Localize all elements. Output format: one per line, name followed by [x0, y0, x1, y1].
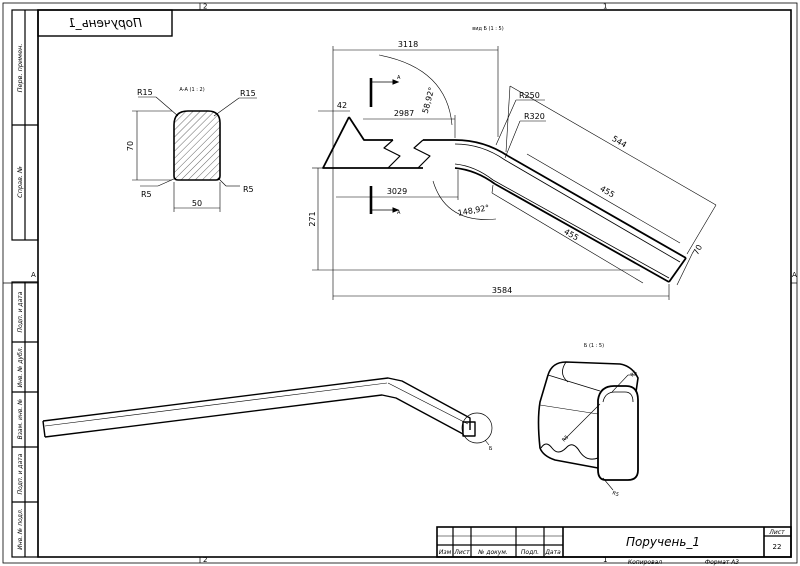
dim-42: 42	[337, 101, 347, 110]
dim-3029: 3029	[387, 187, 407, 196]
section-dim-r15-left: R15	[137, 88, 153, 97]
dim-r320: R320	[524, 112, 545, 121]
zone-label-top-left: 2	[203, 3, 207, 11]
detail-callout-circle	[461, 412, 493, 444]
iso-detail-marker: Б	[489, 446, 493, 452]
zone-label-bottom-right: 1	[603, 556, 607, 564]
main-view-dimensions	[312, 46, 717, 300]
detail-dim-r5-bottom: R5	[611, 490, 619, 498]
side-label-sprav-num: Справ. №	[16, 166, 24, 198]
zone-label-top-right: 1	[603, 3, 607, 11]
section-view-label: А-А (1 : 2)	[179, 87, 204, 93]
main-view-label: вид Б (1 : 5)	[472, 26, 503, 32]
mirrored-title: Поручень_1	[68, 16, 142, 30]
section-dim-height: 70	[126, 141, 135, 151]
title-copied: Копировал	[628, 559, 662, 566]
section-dim-r15-right: R15	[240, 89, 256, 98]
side-label-perv-primen: Перв. примен.	[16, 44, 24, 93]
detail-view-label: Б (1 : 5)	[584, 343, 604, 349]
title-col-docnum: № докум.	[477, 549, 508, 556]
zone-label-bottom-left: 2	[203, 556, 207, 564]
side-label-podp-data-1: Подп. и дата	[17, 291, 24, 332]
dim-3584: 3584	[492, 286, 512, 295]
side-label-vzam-inv: Взам. инв. №	[17, 399, 24, 440]
side-columns-upper	[11, 9, 39, 241]
title-col-list: Лист	[453, 549, 470, 556]
dim-271: 271	[308, 211, 317, 226]
title-col-sign: Подп.	[521, 549, 539, 556]
isometric-view	[42, 377, 493, 446]
title-block	[436, 526, 792, 558]
title-col-date: Дата	[544, 549, 561, 556]
cut-mark-a-bottom: A	[397, 210, 401, 216]
section-dim-r5-right: R5	[243, 185, 254, 194]
detail-view-b: Б (1 : 5) R5 R5 R5	[537, 343, 639, 498]
section-view-a-a: А-А (1 : 2) R15 R15 R5 R5 70 50	[126, 87, 257, 212]
side-label-podp-data-2: Подп. и дата	[17, 453, 24, 494]
detail-dim-r5-top: R5	[630, 370, 639, 379]
dim-3118: 3118	[398, 40, 418, 49]
detail-dim-r5-mid: R5	[561, 434, 570, 443]
cut-mark-a-top: A	[397, 75, 401, 81]
side-columns-lower	[11, 281, 39, 558]
section-cut-markers	[369, 78, 400, 214]
title-sheet-number: 22	[773, 543, 782, 551]
title-col-izm: Изм	[439, 549, 452, 556]
dim-70: 70	[691, 243, 704, 256]
section-profile	[173, 110, 221, 181]
zone-label-row-left: A	[31, 271, 36, 279]
side-label-inv-dubl: Инв. № дубл.	[17, 346, 24, 387]
zone-label-row-right: A	[792, 271, 797, 279]
dim-2987: 2987	[394, 109, 414, 118]
title-part-name: Поручень_1	[626, 535, 700, 549]
section-dim-width: 50	[192, 199, 202, 208]
title-format: Формат А3	[705, 559, 739, 566]
section-dim-r5-left: R5	[141, 190, 152, 199]
dim-r250: R250	[519, 91, 540, 100]
side-label-inv-podl: Инв. № подл.	[17, 508, 24, 549]
title-sheet-label: Лист	[768, 529, 785, 536]
